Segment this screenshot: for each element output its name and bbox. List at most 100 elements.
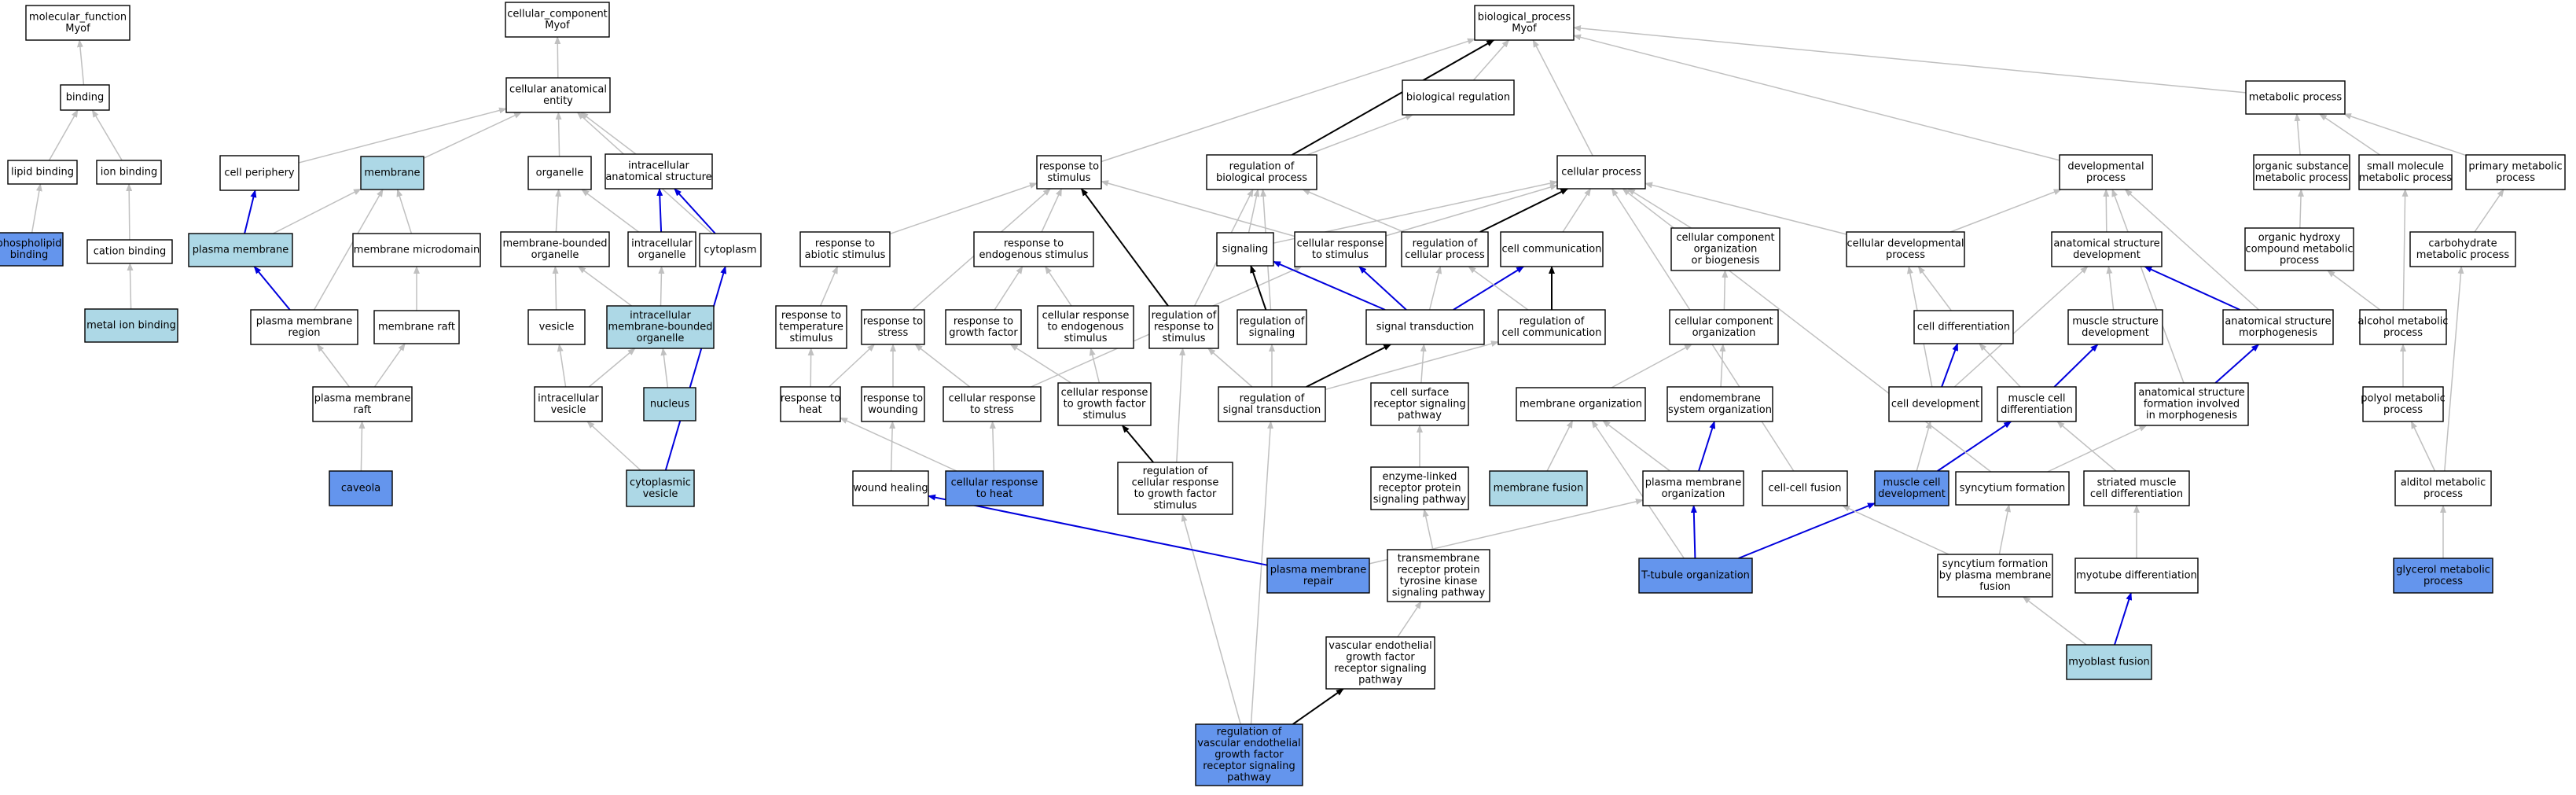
node-signal-transduction[interactable]: signal transduction [1365, 309, 1485, 345]
node-nucleus[interactable]: nucleus [643, 387, 696, 421]
node-membrane-microdomain[interactable]: membrane microdomain [352, 233, 481, 267]
node-metal-ion-binding[interactable]: metal ion binding [84, 308, 178, 343]
node-cell-differentiation[interactable]: cell differentiation [1913, 310, 2014, 344]
node-wound-healing[interactable]: wound healing [852, 470, 929, 506]
edge-response-to-abiotic-to-response-to-stimulus [889, 182, 1038, 235]
node-cation-binding[interactable]: cation binding [86, 239, 173, 264]
node-plasma-membrane[interactable]: plasma membrane [188, 233, 293, 267]
node-signaling[interactable]: signaling [1216, 232, 1274, 267]
node-vesicle[interactable]: vesicle [527, 309, 586, 345]
node-cell-cell-fusion[interactable]: cell-cell fusion [1762, 470, 1848, 506]
node-label-line: cellular response [951, 477, 1038, 488]
edge-striated-muscle-cell-differentiation-to-muscle-cell-differentiation [2056, 421, 2117, 472]
node-membrane[interactable]: membrane [360, 156, 424, 190]
node-metabolic-process[interactable]: metabolic process [2245, 80, 2346, 115]
node-t-tubule-organization[interactable]: T-tubule organization [1638, 558, 1753, 594]
node-membrane-raft[interactable]: membrane raft [373, 310, 460, 344]
node-biological-regulation[interactable]: biological regulation [1402, 79, 1515, 116]
node-label-line: muscle structure [2072, 315, 2159, 327]
node-syncytium-formation[interactable]: syncytium formation [1955, 471, 2070, 506]
node-membrane-fusion[interactable]: membrane fusion [1489, 470, 1588, 506]
node-cell-communication[interactable]: cell communication [1500, 231, 1604, 267]
node-ion-binding[interactable]: ion binding [96, 160, 162, 185]
node-box [1955, 471, 2070, 506]
node-lipid-binding[interactable]: lipid binding [7, 160, 78, 185]
node-caveola[interactable]: caveola [329, 470, 393, 506]
node-organelle[interactable]: organelle [527, 156, 592, 190]
node-myotube-differentiation[interactable]: myotube differentiation [2074, 558, 2199, 594]
node-binding[interactable]: binding [60, 84, 110, 111]
node-cellular-process[interactable]: cellular process [1556, 155, 1646, 190]
node-cell-development[interactable]: cell development [1888, 386, 1983, 422]
node-box [527, 309, 586, 345]
node-membrane-organization[interactable]: membrane organization [1516, 387, 1646, 421]
node-myoblast-fusion[interactable]: myoblast fusion [2066, 644, 2152, 680]
node-cell-periphery[interactable]: cell periphery [219, 155, 299, 191]
node-label-line: organic substance [2255, 160, 2349, 172]
node-cytoplasm[interactable]: cytoplasm [699, 233, 762, 267]
